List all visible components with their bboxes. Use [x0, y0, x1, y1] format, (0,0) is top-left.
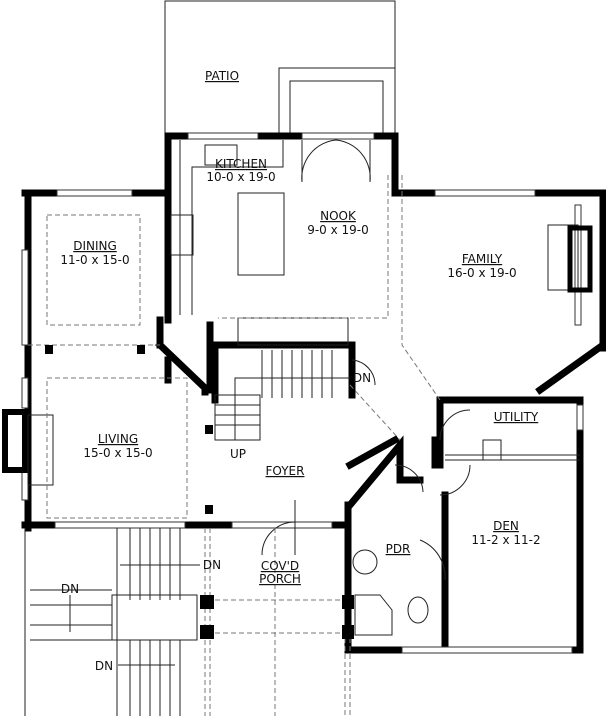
room-size-dining: 11-0 x 15-0: [60, 253, 129, 267]
room-label-foyer: FOYER: [266, 464, 305, 478]
utility-sink-icon: [482, 439, 502, 461]
utility-counter: [445, 454, 580, 461]
room-size-living: 15-0 x 15-0: [83, 446, 152, 460]
room-size-kitchen: 10-0 x 19-0: [206, 170, 275, 184]
kitchen-fixtures: [28, 139, 441, 441]
room-label-utility: UTILITY: [494, 410, 539, 424]
fireplace-family: [547, 224, 593, 293]
stair-down-label: DN: [353, 371, 371, 385]
room-size-family: 16-0 x 19-0: [447, 266, 516, 280]
room-label-porch-line1: COV'D: [261, 559, 299, 573]
fireplace-living: [2, 409, 54, 486]
room-size-nook: 9-0 x 19-0: [307, 223, 369, 237]
room-label-living: LIVING: [98, 432, 138, 446]
pdr-sink-icon: [352, 549, 378, 575]
side-stair-down-label: DN: [61, 582, 79, 596]
room-label-patio: PATIO: [205, 69, 239, 83]
doors: [261, 359, 471, 581]
room-label-den: DEN: [493, 519, 519, 533]
room-label-kitchen: KITCHEN: [215, 157, 267, 171]
room-label-pdr: PDR: [386, 542, 411, 556]
cooktop-icon: [170, 214, 194, 256]
toilet-icon: [407, 596, 429, 624]
staircase: [45, 345, 350, 514]
stair-up-label: UP: [230, 447, 246, 461]
sink-icon: [204, 144, 238, 166]
front-stair-down-label: DN: [95, 659, 113, 673]
room-label-dining: DINING: [73, 239, 117, 253]
french-doors: [301, 139, 371, 183]
room-label-family: FAMILY: [462, 252, 503, 266]
room-label-nook: NOOK: [320, 209, 357, 223]
porch: [24, 528, 354, 716]
porch-stair-down-label: DN: [203, 558, 221, 572]
room-size-den: 11-2 x 11-2: [471, 533, 540, 547]
kitchen-island: [237, 192, 285, 276]
shower-icon: [354, 594, 393, 636]
patio: [164, 0, 396, 138]
room-label-porch-line2: PORCH: [259, 572, 301, 586]
